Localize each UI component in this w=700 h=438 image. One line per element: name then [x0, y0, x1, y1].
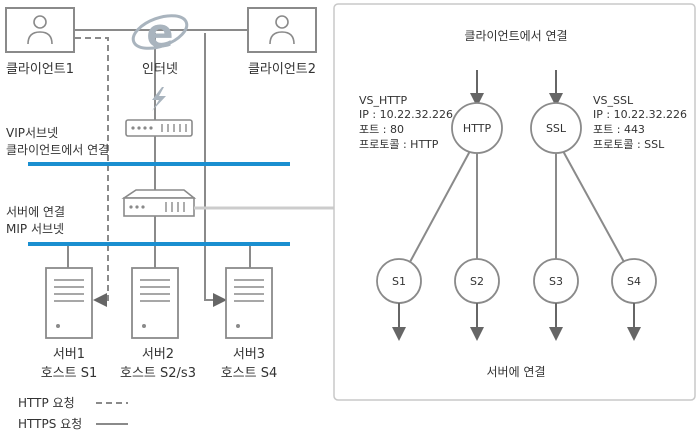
- server3-icon: [225, 267, 273, 339]
- node-s2-label: S2: [470, 275, 484, 288]
- vs-http-node-label: HTTP: [463, 122, 492, 135]
- server-drop-lines: [67, 246, 251, 268]
- svg-text:e: e: [146, 11, 173, 57]
- panel-title: 클라이언트에서 연결: [464, 29, 567, 43]
- server3-host: 호스트 S4: [221, 366, 278, 381]
- legend-https-label: HTTPS 요청: [18, 417, 82, 431]
- server2-host: 호스트 S2/s3: [120, 366, 196, 381]
- vs-ssl-node: [530, 102, 582, 154]
- server3-name: 서버3: [233, 347, 265, 362]
- load-balancer-icon: [121, 189, 197, 217]
- legend-http-label: HTTP 요청: [18, 396, 75, 410]
- server2-icon: [131, 267, 179, 339]
- client1-monitor-icon: [5, 7, 75, 53]
- server1-host: 호스트 S1: [41, 366, 98, 381]
- node-s1-label: S1: [392, 275, 406, 288]
- detail-panel: [333, 3, 696, 401]
- internet-label: 인터넷: [142, 62, 178, 77]
- branch-lines: [409, 150, 625, 263]
- client1-label: 클라이언트1: [6, 62, 74, 77]
- client2-monitor-icon: [247, 7, 317, 53]
- vs-http-protocol: 프로토콜 : HTTP: [359, 138, 439, 151]
- vs-http-name: VS_HTTP: [359, 94, 408, 107]
- server2-name: 서버2: [142, 347, 174, 362]
- node-s4-label: S4: [627, 275, 641, 288]
- outgoing-arrows: [392, 303, 641, 341]
- client2-label: 클라이언트2: [248, 62, 316, 77]
- internet-icon: e: [131, 11, 189, 57]
- vs-http-node: [451, 102, 503, 154]
- vip-client-connection-label: 클라이언트에서 연결: [6, 143, 109, 157]
- mip-subnet-label: MIP 서브넷: [6, 222, 64, 236]
- router-icon: [125, 119, 193, 137]
- server1-icon: [45, 267, 93, 339]
- vs-http-ip: IP : 10.22.32.226: [359, 108, 453, 121]
- panel-footer: 서버에 연결: [486, 365, 545, 379]
- server-connection-label: 서버에 연결: [6, 205, 65, 219]
- vs-ssl-node-label: SSL: [546, 122, 567, 135]
- http-request-path: [75, 37, 109, 307]
- node-s3-label: S3: [549, 275, 563, 288]
- vs-ssl-name: VS_SSL: [593, 94, 634, 107]
- server1-name: 서버1: [53, 347, 85, 362]
- vs-ssl-port: 포트 : 443: [593, 123, 645, 136]
- lightning-icon: [152, 87, 166, 111]
- vip-subnet-label: VIP서브넷: [6, 126, 58, 140]
- vs-ssl-protocol: 프로토콜 : SSL: [593, 138, 665, 151]
- vs-http-port: 포트 : 80: [359, 123, 404, 136]
- vs-ssl-ip: IP : 10.22.32.226: [593, 108, 687, 121]
